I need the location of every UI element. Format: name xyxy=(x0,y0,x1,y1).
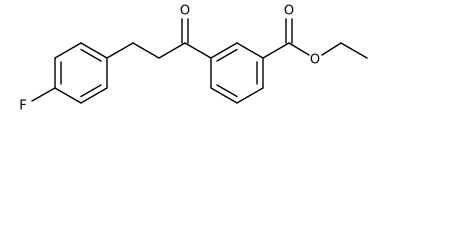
bond xyxy=(262,42,290,59)
alkyl-chain xyxy=(106,42,212,59)
molecule-structure: F O O O xyxy=(19,4,368,114)
double-bond-inner xyxy=(216,48,238,62)
ester-group: O O xyxy=(262,4,368,68)
double-bond-inner xyxy=(80,84,102,98)
bond xyxy=(132,42,160,59)
bond xyxy=(210,87,238,104)
bond xyxy=(236,87,264,104)
bond xyxy=(54,42,82,59)
bond xyxy=(288,42,310,56)
c-f-bond xyxy=(31,87,56,102)
bond xyxy=(158,42,186,59)
bond xyxy=(54,87,82,104)
fluorophenyl-ring xyxy=(54,42,108,104)
bond xyxy=(340,42,368,59)
bond xyxy=(80,42,108,59)
bond xyxy=(210,42,238,59)
bond xyxy=(106,42,134,59)
ester-oxygen-label: O xyxy=(310,53,320,68)
benzoate-ring xyxy=(210,42,264,104)
double-bond-inner xyxy=(80,48,102,62)
bond xyxy=(80,87,108,104)
bond xyxy=(321,42,342,56)
fluorine-label: F xyxy=(19,99,26,114)
double-bond-inner xyxy=(216,84,238,98)
carbonyl-oxygen-label: O xyxy=(284,4,294,19)
ketone-group: O xyxy=(180,4,190,44)
bond xyxy=(236,42,264,59)
bond xyxy=(184,42,212,59)
ketone-oxygen-label: O xyxy=(180,4,190,19)
